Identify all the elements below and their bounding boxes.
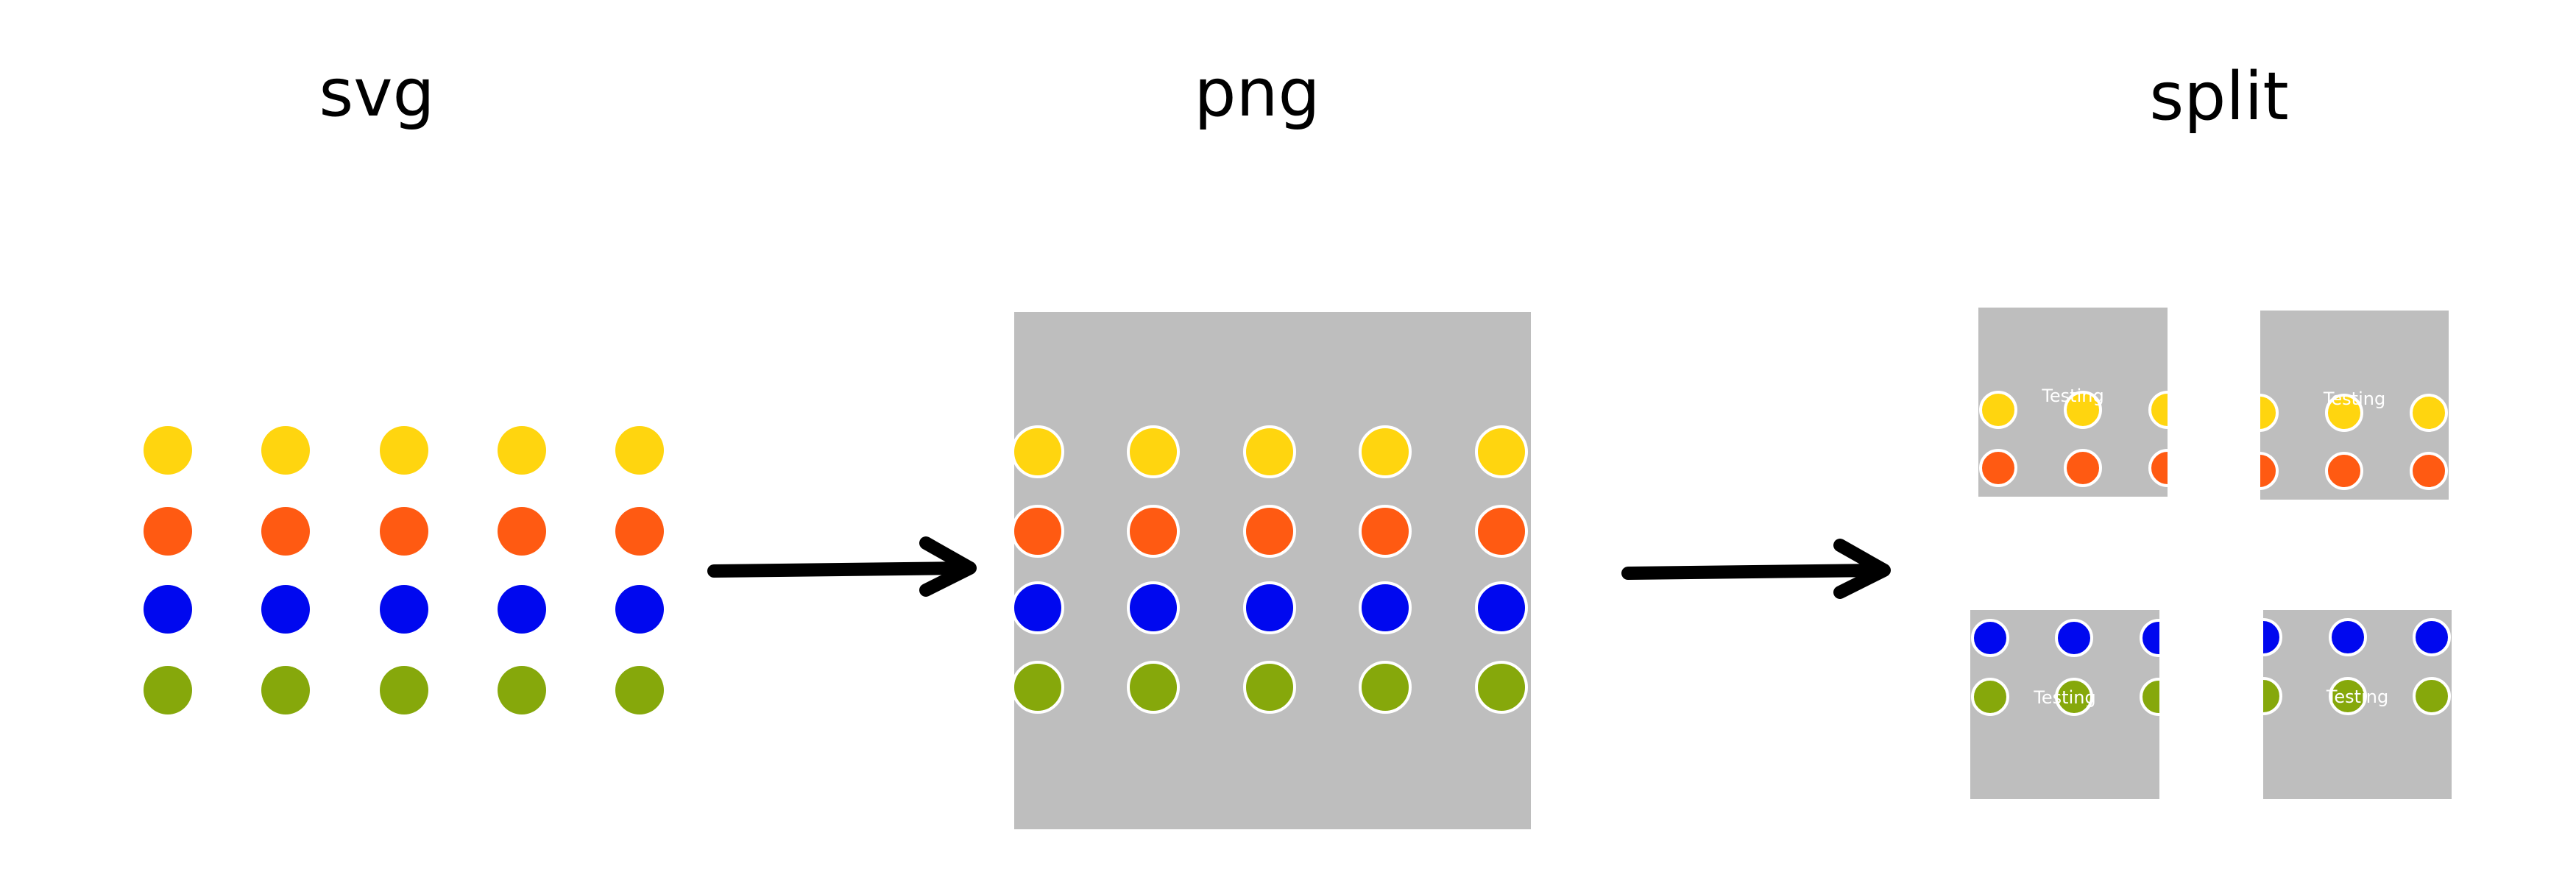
dot-blue [144, 585, 192, 634]
dot-green [498, 666, 546, 714]
dot-green [1127, 661, 1180, 714]
dot-orange [498, 507, 546, 556]
arrow-right-icon [1621, 539, 1891, 599]
dot-orange [2410, 452, 2448, 490]
dot-green [2329, 677, 2367, 715]
tile-label: Testing [2323, 389, 2385, 409]
title-svg: svg [319, 54, 434, 132]
dot-orange [261, 507, 310, 556]
dot-green [380, 666, 428, 714]
dot-yellow [1475, 425, 1528, 478]
dot-blue [1243, 581, 1296, 634]
dot-blue [1359, 581, 1412, 634]
dot-green [2055, 678, 2093, 716]
png-dot-grid [1011, 425, 1528, 714]
dot-yellow [2325, 394, 2363, 432]
dot-blue [1475, 581, 1528, 634]
dot-yellow [261, 426, 310, 475]
tile-bottom-right: Testing [2263, 610, 2452, 799]
dot-yellow [1127, 425, 1180, 478]
dot-blue [1127, 581, 1180, 634]
dot-orange [2148, 449, 2168, 487]
dot-orange [615, 507, 664, 556]
dot-green [261, 666, 310, 714]
dot-blue [2329, 618, 2367, 656]
dot-green [1243, 661, 1296, 714]
svg-dot-grid [144, 426, 664, 714]
dot-blue [615, 585, 664, 634]
dot-blue [2055, 619, 2093, 657]
title-split: split [2149, 58, 2288, 135]
tile-label: Testing [2326, 687, 2388, 707]
tile-bottom-left: Testing [1970, 610, 2159, 799]
arrow-right-icon [707, 536, 977, 597]
dot-blue [2263, 618, 2282, 656]
dot-blue [1011, 581, 1064, 634]
tile-label: Testing [2041, 386, 2103, 406]
dot-yellow [615, 426, 664, 475]
dot-orange [144, 507, 192, 556]
dot-orange [1475, 505, 1528, 558]
dot-yellow [498, 426, 546, 475]
tile-top-left: Testing [1978, 308, 2168, 497]
dot-blue [498, 585, 546, 634]
dot-yellow [1979, 391, 2017, 429]
tile-label: Testing [2033, 687, 2095, 708]
arrow-head [1833, 539, 1891, 599]
dot-green [2413, 677, 2451, 715]
dot-yellow [1359, 425, 1412, 478]
dot-orange [1243, 505, 1296, 558]
dot-yellow [1243, 425, 1296, 478]
png-panel [1014, 312, 1531, 829]
arrow-shaft [707, 561, 974, 578]
arrow-head [919, 536, 977, 597]
dot-blue [380, 585, 428, 634]
dot-orange [1979, 449, 2017, 487]
dot-blue [2140, 619, 2159, 657]
dot-orange [2325, 452, 2363, 490]
dot-green [615, 666, 664, 714]
dot-blue [2413, 618, 2451, 656]
dot-green [144, 666, 192, 714]
arrow-shaft [1621, 564, 1887, 580]
dot-green [1359, 661, 1412, 714]
dot-yellow [2260, 394, 2279, 432]
tile-top-right: Testing [2260, 311, 2449, 500]
dot-green [2140, 678, 2159, 716]
dot-orange [1127, 505, 1180, 558]
dot-yellow [2410, 394, 2448, 432]
dot-green [1475, 661, 1528, 714]
dot-green [1971, 678, 2009, 716]
title-png: png [1194, 54, 1320, 132]
dot-green [1011, 661, 1064, 714]
dot-yellow [144, 426, 192, 475]
dot-orange [380, 507, 428, 556]
dot-yellow [2064, 391, 2102, 429]
dot-orange [2064, 449, 2102, 487]
dot-yellow [380, 426, 428, 475]
dot-yellow [1011, 425, 1064, 478]
dot-green [2263, 677, 2282, 715]
dot-orange [1011, 505, 1064, 558]
dot-blue [1971, 619, 2009, 657]
dot-yellow [2148, 391, 2168, 429]
dot-orange [1359, 505, 1412, 558]
dot-orange [2260, 452, 2279, 490]
dot-blue [261, 585, 310, 634]
